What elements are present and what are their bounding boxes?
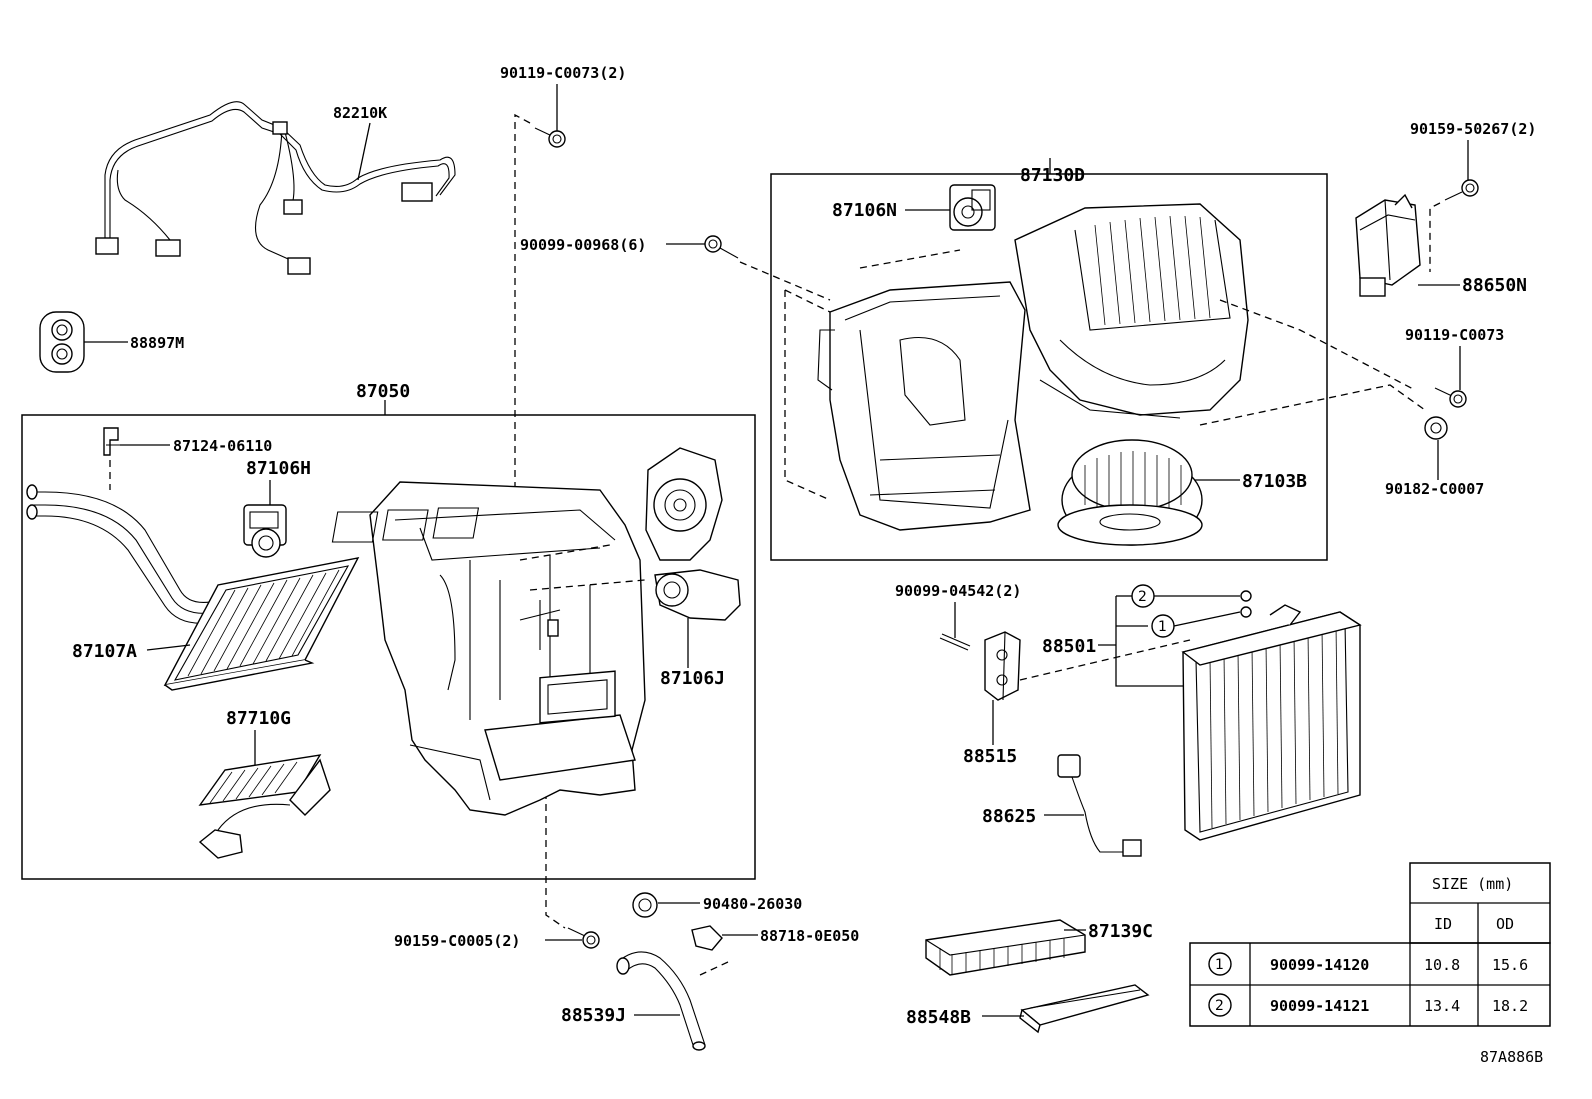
label-88539J: 88539J bbox=[561, 1005, 626, 1026]
frame-87130D bbox=[770, 173, 1328, 561]
row2-ref: 2 bbox=[1215, 998, 1224, 1014]
callout-1-oring: 1 bbox=[1151, 614, 1175, 638]
callout-2-oring: 2 bbox=[1131, 584, 1155, 608]
blower-actuator-87106J bbox=[645, 447, 741, 621]
label-87103B: 87103B bbox=[1242, 471, 1307, 492]
air-filter-87139C bbox=[925, 919, 1086, 976]
bolt-90099-04542 bbox=[939, 633, 971, 651]
row1-ref: 1 bbox=[1215, 957, 1224, 973]
label-88515: 88515 bbox=[963, 746, 1017, 767]
row1-od: 15.6 bbox=[1492, 956, 1528, 974]
label-90099-04542-2: 90099-04542(2) bbox=[895, 582, 1021, 600]
grommet-90480-26030 bbox=[632, 892, 658, 918]
label-90480-26030: 90480-26030 bbox=[703, 895, 802, 913]
label-87710G: 87710G bbox=[226, 708, 291, 729]
label-90159-50267-2: 90159-50267(2) bbox=[1410, 120, 1536, 138]
servo-motor-87106N bbox=[949, 184, 996, 231]
label-90119-C0073: 90119-C0073 bbox=[1405, 326, 1504, 344]
wire-harness-82210K bbox=[95, 101, 456, 275]
expansion-valve-88515 bbox=[984, 631, 1021, 701]
row1-part: 90099-14120 bbox=[1270, 956, 1369, 974]
label-88625: 88625 bbox=[982, 806, 1036, 827]
label-88501: 88501 bbox=[1042, 636, 1096, 657]
screw-90159-50267 bbox=[1444, 179, 1479, 201]
servo-motor-87106H bbox=[243, 504, 287, 558]
label-87130D: 87130D bbox=[1020, 165, 1085, 186]
label-90182-C0007: 90182-C0007 bbox=[1385, 480, 1484, 498]
heater-core-87107A bbox=[26, 484, 360, 691]
row2-od: 18.2 bbox=[1492, 997, 1528, 1015]
evaporator-88501 bbox=[1181, 604, 1362, 841]
oring-2 bbox=[1240, 590, 1252, 602]
svg-text:1: 1 bbox=[1158, 619, 1167, 635]
row2-id: 13.4 bbox=[1424, 997, 1460, 1015]
sensor-88625 bbox=[1057, 754, 1142, 857]
label-88650N: 88650N bbox=[1462, 275, 1527, 296]
label-90099-00968-6: 90099-00968(6) bbox=[520, 236, 646, 254]
label-82210K: 82210K bbox=[333, 104, 387, 122]
row2-part: 90099-14121 bbox=[1270, 997, 1369, 1015]
oring-1 bbox=[1240, 606, 1252, 618]
drain-hose-88539J bbox=[616, 951, 706, 1051]
label-88548B: 88548B bbox=[906, 1007, 971, 1028]
label-87050: 87050 bbox=[356, 381, 410, 402]
ptc-heater-87710G bbox=[198, 754, 331, 859]
filter-case-88548B bbox=[1019, 984, 1150, 1034]
nut-90182-C0007 bbox=[1424, 416, 1448, 440]
size-header: SIZE (mm) bbox=[1432, 875, 1513, 893]
frame-87050 bbox=[21, 414, 756, 880]
label-87106N: 87106N bbox=[832, 200, 897, 221]
heater-case-87050 bbox=[331, 481, 646, 816]
col-od: OD bbox=[1496, 915, 1514, 933]
svg-text:2: 2 bbox=[1138, 589, 1147, 605]
size-table: SIZE (mm) ID OD 1 90099-14120 10.8 15.6 … bbox=[1189, 862, 1551, 1027]
amplifier-88650N bbox=[1355, 193, 1421, 297]
label-87107A: 87107A bbox=[72, 641, 137, 662]
label-87106J: 87106J bbox=[660, 668, 725, 689]
row1-id: 10.8 bbox=[1424, 956, 1460, 974]
screw-90159-C0005 bbox=[567, 927, 600, 949]
label-87106H: 87106H bbox=[246, 458, 311, 479]
diagram-code: 87A886B bbox=[1480, 1048, 1543, 1066]
clamp-88718-0E050 bbox=[691, 925, 723, 951]
blower-fan-87103B bbox=[1057, 439, 1203, 546]
label-88718-0E050: 88718-0E050 bbox=[760, 927, 859, 945]
screw-90119-C0073-top bbox=[534, 127, 566, 148]
blower-case-87130D bbox=[817, 203, 1249, 531]
grommet-88897M bbox=[39, 311, 85, 373]
label-87124-06110: 87124-06110 bbox=[173, 437, 272, 455]
screw-90099-00968 bbox=[704, 235, 739, 259]
clip-87124-06110 bbox=[103, 427, 126, 456]
label-87139C: 87139C bbox=[1088, 921, 1153, 942]
label-88897M: 88897M bbox=[130, 334, 184, 352]
col-id: ID bbox=[1434, 915, 1452, 933]
screw-90119-C0073 bbox=[1434, 387, 1467, 408]
label-90119-C0073-2: 90119-C0073(2) bbox=[500, 64, 626, 82]
label-90159-C0005-2: 90159-C0005(2) bbox=[394, 932, 520, 950]
